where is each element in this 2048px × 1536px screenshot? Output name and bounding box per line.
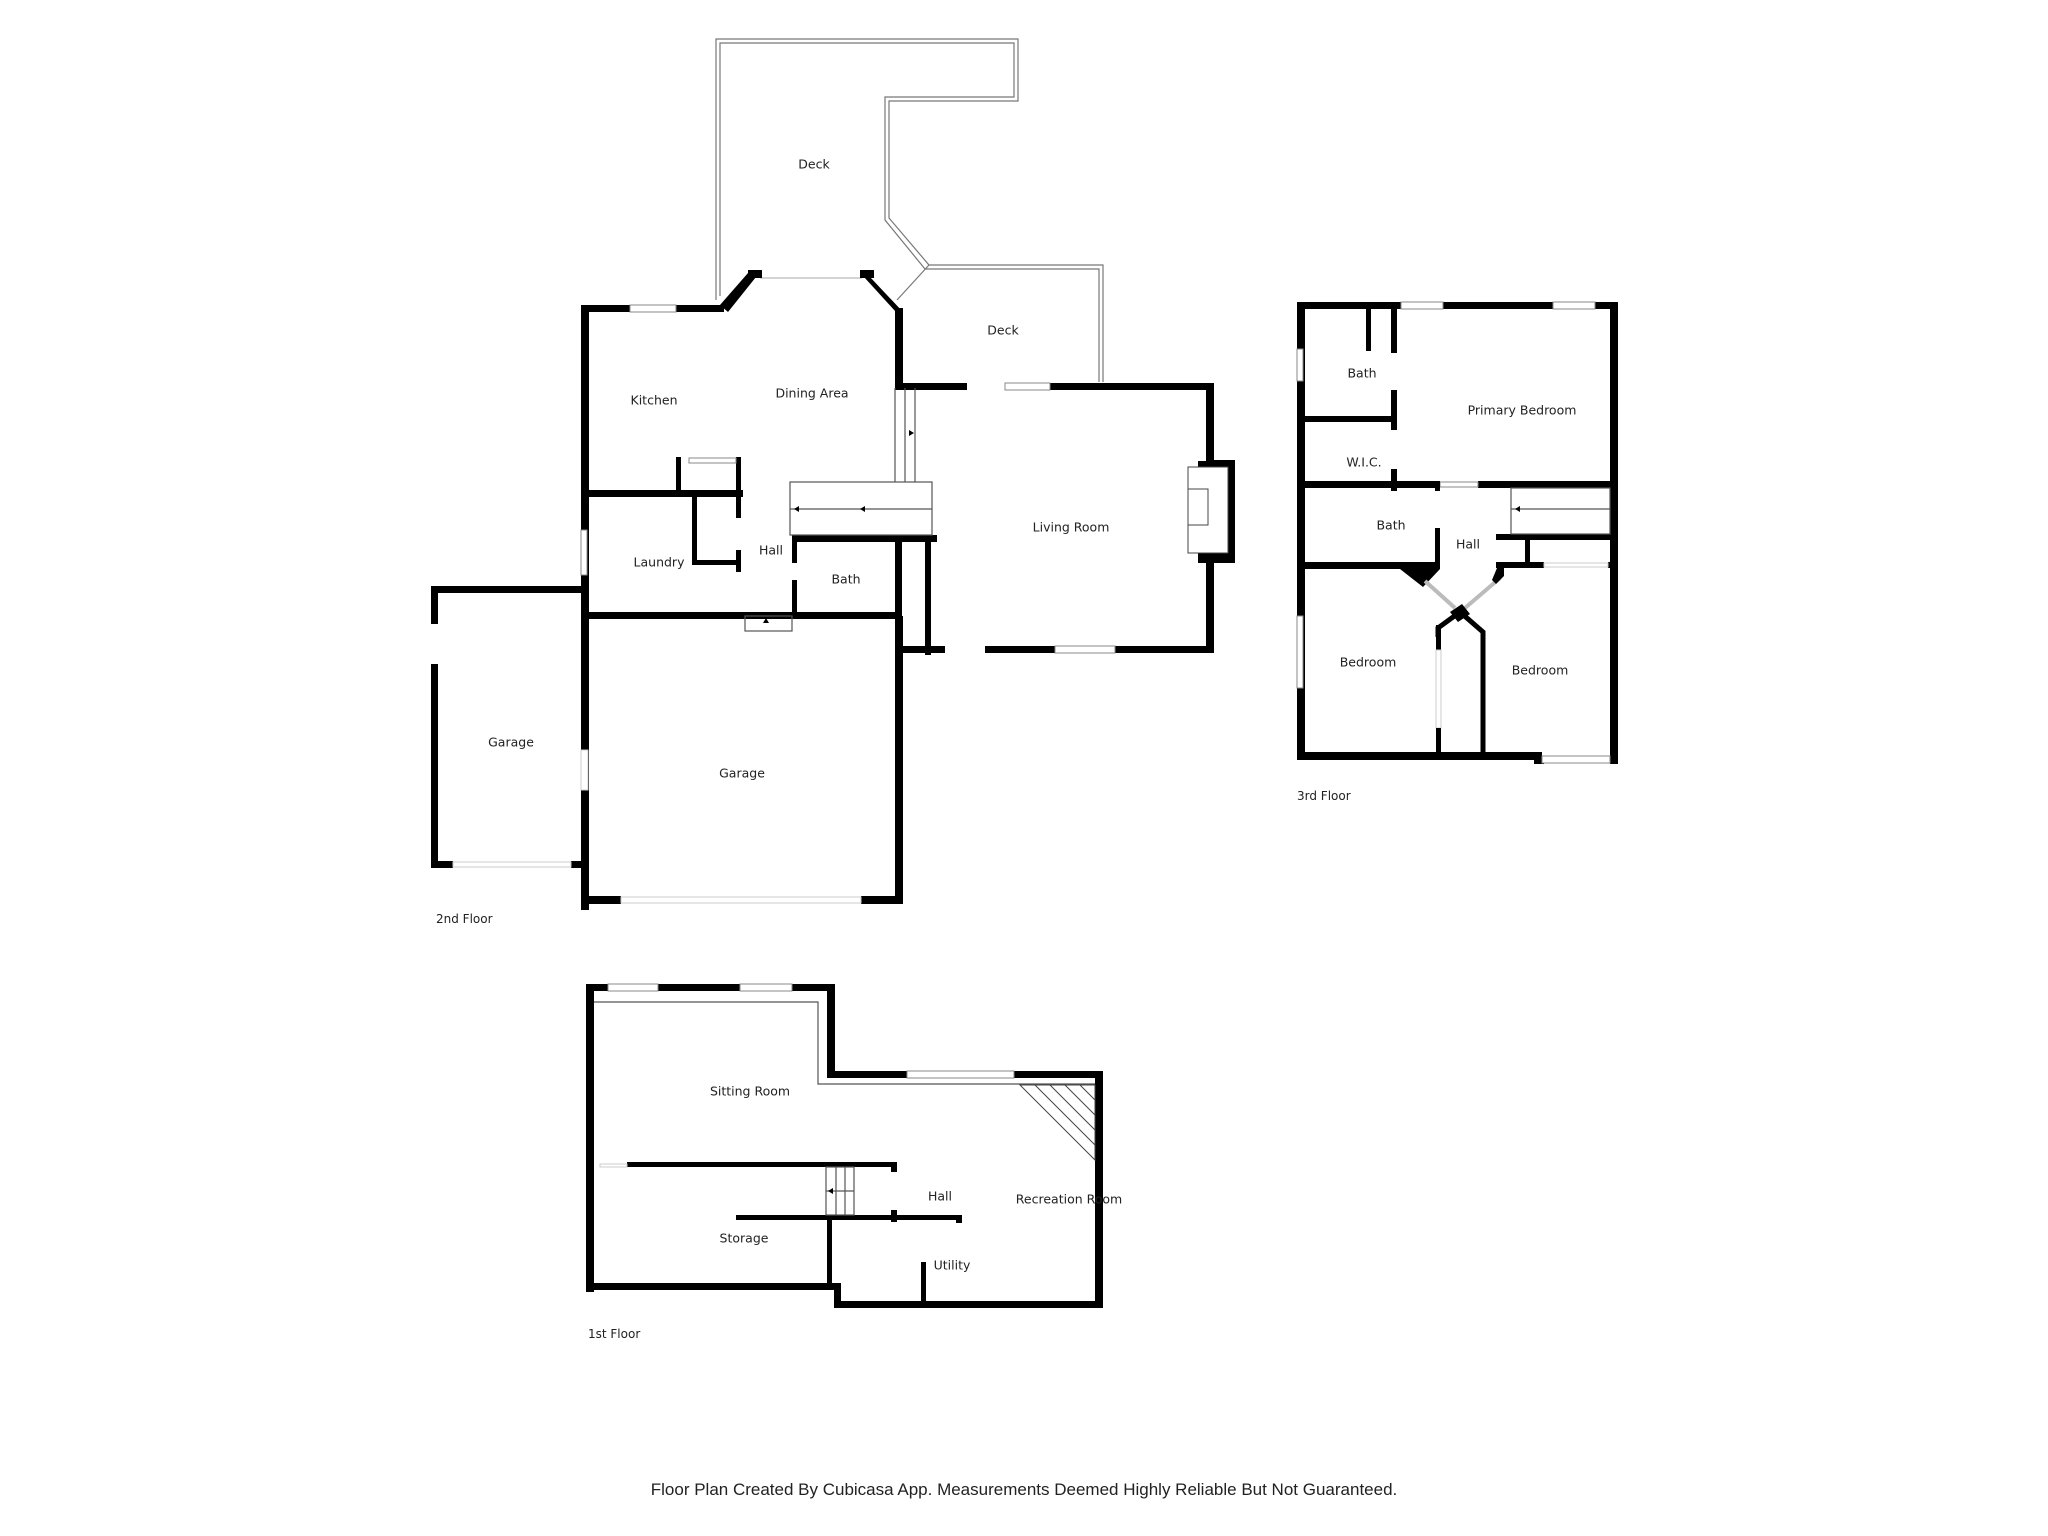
room-label-bath-hall: Bath — [1376, 517, 1406, 533]
room-label-kitchen: Kitchen — [630, 392, 678, 408]
room-label-hall-3rd: Hall — [1455, 536, 1481, 552]
walls-main — [581, 270, 1235, 910]
room-label-wic: W.I.C. — [1346, 454, 1382, 470]
room-label-bedroom-left: Bedroom — [1339, 654, 1397, 670]
room-label-garage-left: Garage — [488, 734, 534, 750]
corner-fireplace-icon — [1018, 1084, 1096, 1162]
room-label-sitting-room: Sitting Room — [709, 1083, 791, 1099]
floor-label-1st: 1st Floor — [588, 1327, 641, 1341]
stairs-1st — [825, 1166, 855, 1216]
room-label-bedroom-right: Bedroom — [1511, 662, 1569, 678]
first-floor-plan — [586, 983, 1103, 1308]
room-label-living-room: Living Room — [1032, 519, 1110, 535]
room-label-recreation-room: Recreation Room — [1015, 1191, 1123, 1207]
stairs-3rd — [1510, 487, 1611, 535]
floor-label-3rd: 3rd Floor — [1297, 789, 1351, 803]
room-label-storage: Storage — [719, 1230, 769, 1246]
room-label-deck-upper: Deck — [798, 156, 830, 172]
room-label-deck-lower: Deck — [987, 322, 1019, 338]
room-label-bath-primary: Bath — [1347, 365, 1377, 381]
deck-outline — [715, 38, 1104, 382]
fireplace-icon — [1187, 461, 1235, 563]
room-label-garage-main: Garage — [719, 765, 765, 781]
room-label-utility: Utility — [933, 1257, 971, 1273]
room-label-primary-bedroom: Primary Bedroom — [1467, 402, 1577, 418]
room-label-bath-2nd: Bath — [831, 571, 861, 587]
room-label-hall-2nd: Hall — [758, 542, 784, 558]
stairs-2nd — [744, 388, 933, 632]
walls-garage — [431, 586, 903, 904]
third-floor-plan — [1296, 301, 1618, 764]
floor-label-2nd: 2nd Floor — [436, 912, 493, 926]
room-label-dining-area: Dining Area — [775, 385, 849, 401]
room-label-laundry: Laundry — [633, 554, 685, 570]
room-label-hall-1st: Hall — [927, 1188, 953, 1204]
disclaimer-text: Floor Plan Created By Cubicasa App. Meas… — [650, 1480, 1398, 1499]
second-floor-plan — [431, 38, 1235, 910]
